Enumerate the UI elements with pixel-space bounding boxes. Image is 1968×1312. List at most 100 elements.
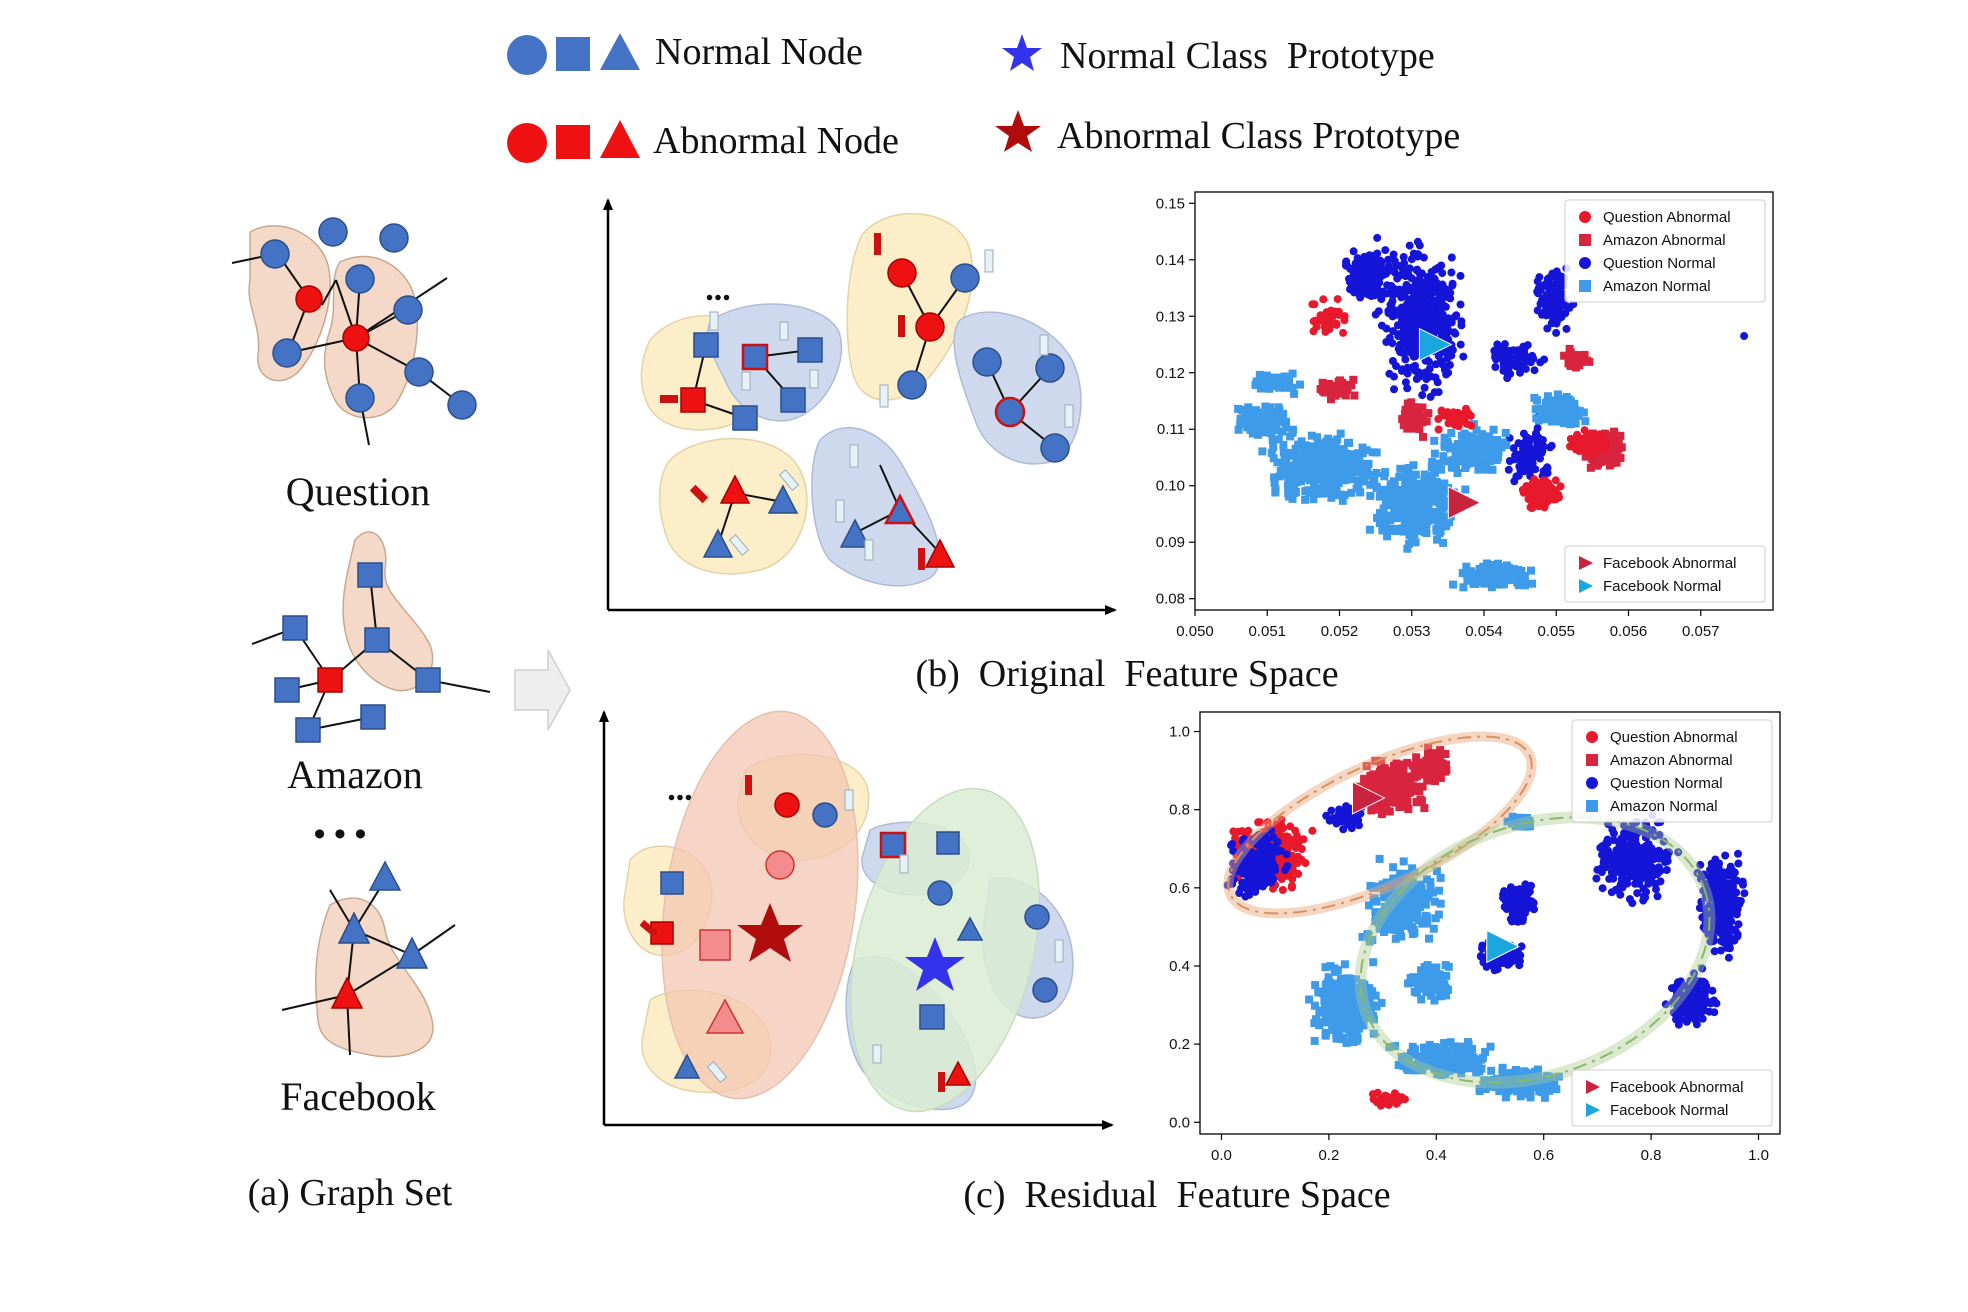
scatter-point — [1441, 750, 1450, 758]
scatter-point — [1412, 483, 1421, 492]
scatter-point — [1486, 561, 1495, 570]
normal-node — [1040, 433, 1070, 463]
scatter-point — [1339, 445, 1348, 454]
scatter-point — [1449, 580, 1458, 589]
scatter-point — [1428, 300, 1437, 309]
scatter-point — [1262, 371, 1271, 380]
scatter-point — [1500, 902, 1509, 911]
scatter-point — [1325, 308, 1334, 317]
scatter-point — [1453, 469, 1462, 477]
scatter-point — [1435, 526, 1444, 535]
scatter-point — [1432, 753, 1441, 762]
facebook-label: Facebook — [280, 1074, 436, 1119]
scatter-point — [1388, 357, 1397, 365]
scatter-point — [1448, 279, 1457, 288]
feature-vector-icon — [1039, 334, 1049, 356]
scatter-point — [1413, 423, 1422, 432]
scatter-point — [1525, 443, 1534, 452]
scatter-point — [1266, 417, 1275, 425]
normal-node — [282, 615, 308, 641]
scatter-point — [1388, 484, 1397, 493]
scatter-point — [1381, 779, 1390, 788]
scatter-point — [1456, 440, 1465, 449]
scatter-point — [1514, 565, 1523, 574]
scatter-point — [1276, 846, 1285, 855]
scatter-point — [1370, 473, 1379, 482]
scatter-point — [1488, 452, 1497, 461]
scatter-point — [1432, 511, 1441, 520]
scatter-point — [1244, 826, 1253, 835]
scatter-point — [1424, 409, 1433, 418]
scatter-point — [1437, 406, 1446, 415]
scatter-point — [1709, 996, 1718, 1005]
scatter-point — [1411, 366, 1419, 375]
scatter-point — [1396, 464, 1405, 473]
normal-triangle-icon — [600, 33, 640, 70]
scatter-point — [1483, 439, 1492, 448]
scatter-point — [1341, 449, 1350, 458]
scatter-point — [1721, 851, 1730, 860]
scatter-point — [1530, 433, 1539, 442]
scatter-point — [1478, 944, 1486, 953]
scatter-point — [1341, 391, 1350, 400]
y-tick-label: 0.08 — [1156, 591, 1185, 608]
scatter-point — [1291, 844, 1300, 852]
scatter-point — [1552, 328, 1561, 337]
scatter-point — [1408, 420, 1417, 429]
scatter-point — [1404, 463, 1413, 472]
scatter-point — [1465, 457, 1474, 466]
scatter-point — [1550, 488, 1559, 497]
scatter-point — [1570, 407, 1579, 416]
scatter-point — [1357, 464, 1366, 473]
scatter-point — [1385, 769, 1394, 778]
scatter-point — [1418, 391, 1427, 400]
scatter-point — [1277, 815, 1286, 824]
scatter-point — [1588, 450, 1597, 459]
scatter-point — [1581, 417, 1590, 426]
scatter-point — [1536, 454, 1544, 463]
normal-node — [295, 717, 321, 743]
scatter-point — [1420, 383, 1429, 392]
scatter-point — [1410, 765, 1419, 774]
scatter-point — [1439, 452, 1448, 461]
scatter-point — [1566, 362, 1575, 370]
scatter-point — [1293, 859, 1302, 868]
scatter-point — [1269, 409, 1278, 418]
yellow-cluster — [846, 212, 974, 401]
flow-arrow-icon — [514, 649, 571, 731]
feature-vector-icon — [864, 539, 874, 561]
scatter-point — [1450, 312, 1459, 321]
scatter-point — [1433, 535, 1442, 544]
scatter-point — [1511, 574, 1520, 583]
scatter-point — [1406, 407, 1415, 416]
scatter-point — [1397, 506, 1406, 515]
scatter-point — [1354, 476, 1362, 485]
residual-space-schematic: ... — [599, 710, 1114, 1130]
scatter-point — [1414, 507, 1423, 516]
normal-node — [368, 860, 402, 891]
scatter-point — [1298, 455, 1307, 464]
scatter-point — [1288, 881, 1296, 890]
legend-marker — [1579, 257, 1591, 269]
feature-vector-icon — [639, 919, 658, 937]
scatter-point — [1543, 274, 1552, 283]
normal-prototype-legend: Normal Class Prototype — [1002, 34, 1435, 77]
scatter-point — [1436, 746, 1445, 754]
scatter-point — [1566, 434, 1575, 443]
scatter-point — [1411, 403, 1420, 412]
scatter-point — [1600, 451, 1609, 460]
scatter-point — [1357, 459, 1365, 468]
scatter-point — [1252, 377, 1261, 386]
scatter-point — [1307, 431, 1316, 440]
scatter-point — [1407, 255, 1416, 264]
legend-label: Amazon Normal — [1603, 278, 1711, 295]
scatter-point — [1370, 785, 1379, 794]
scatter-point — [1397, 486, 1406, 494]
scatter-point — [1436, 873, 1445, 882]
scatter-point — [1373, 805, 1382, 814]
normal-node — [767, 484, 799, 514]
scatter-point — [1283, 840, 1292, 849]
scatter-point — [1307, 442, 1316, 451]
scatter-point — [1399, 857, 1408, 866]
scatter-point — [1341, 475, 1350, 484]
